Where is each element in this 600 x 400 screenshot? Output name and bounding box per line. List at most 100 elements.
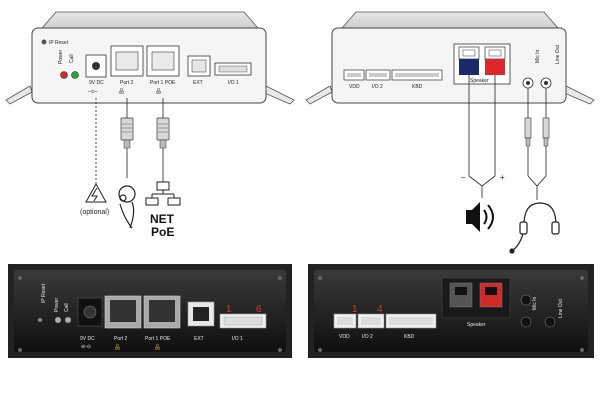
back-screw-tl bbox=[318, 276, 322, 280]
net-label: NET bbox=[150, 212, 175, 226]
dc-jack-hole-icon bbox=[92, 62, 100, 70]
photo-line-out-jack[interactable] bbox=[544, 316, 556, 328]
photo-port1-network-icon: 品 bbox=[155, 345, 160, 351]
call-led-icon bbox=[71, 71, 79, 79]
photo-mic-in-jack[interactable] bbox=[520, 294, 532, 306]
dc-polarity-icon: –⊙– bbox=[88, 89, 98, 95]
back-screw-tr bbox=[580, 276, 584, 280]
back-left-flange bbox=[305, 85, 333, 105]
poe-label: PoE bbox=[151, 225, 174, 239]
speaker-label: Speaker bbox=[470, 78, 489, 84]
photo-port1-socket-icon bbox=[149, 300, 175, 322]
photo-speaker-neg-hole-icon bbox=[455, 287, 467, 295]
port2-socket-icon bbox=[115, 51, 139, 71]
io1-label: I/O 1 bbox=[228, 80, 239, 86]
back-panel-photo: VDD I/O 2 1 4 KBD Speaker Mic In Line Ou… bbox=[308, 264, 594, 358]
photo-speaker-pos-hole-icon bbox=[485, 287, 497, 295]
front-panel-drawing: IP Reset Power Call 9V DC –⊙– Port 2 品 P… bbox=[5, 11, 295, 105]
port2-network-icon: 品 bbox=[119, 89, 124, 95]
io2-label: I/O 2 bbox=[372, 84, 383, 90]
photo-port2-network-icon: 品 bbox=[115, 345, 120, 351]
ext-label: EXT bbox=[193, 80, 203, 86]
call-label: Call bbox=[69, 54, 75, 63]
back-case-face bbox=[331, 27, 567, 104]
speaker-pos-terminal[interactable] bbox=[485, 59, 505, 75]
headset-icon bbox=[509, 202, 560, 254]
back-panel-drawing: VDD I/O 2 KBD Speaker Mic In Line Out bbox=[305, 11, 595, 105]
front-screw-tl bbox=[18, 276, 22, 280]
reset-label: IP Reset bbox=[49, 40, 69, 46]
photo-io2-label: I/O 2 bbox=[362, 334, 373, 340]
photo-line-out-label: Line Out bbox=[558, 298, 564, 318]
photo-ext-label: EXT bbox=[194, 336, 204, 342]
front-left-flange bbox=[5, 85, 33, 105]
network-icon bbox=[145, 181, 181, 206]
line-out-label: Line Out bbox=[555, 44, 561, 64]
power-led-icon bbox=[60, 71, 68, 79]
speaker-neg-hole-icon bbox=[462, 49, 476, 57]
line-out-hole-icon bbox=[544, 81, 548, 85]
photo-dc-label: 9V DC bbox=[80, 336, 95, 342]
speaker-wire-join bbox=[468, 175, 496, 187]
photo-io1-pin1-label: 1 bbox=[226, 304, 232, 315]
port2-label: Port 2 bbox=[120, 80, 134, 86]
mic-plug-icon bbox=[524, 117, 532, 147]
port2-plug-icon bbox=[120, 117, 134, 149]
photo-vdd-label: VDD bbox=[339, 334, 350, 340]
front-screw-bl bbox=[18, 348, 22, 352]
back-cables bbox=[468, 75, 547, 200]
front-case-lid bbox=[41, 11, 259, 29]
audio-cable-join bbox=[527, 175, 547, 187]
photo-port1-label: Port 1 POE bbox=[145, 336, 171, 342]
kbd-socket-icon bbox=[395, 73, 439, 77]
photo-power-led-icon bbox=[55, 317, 61, 323]
power-bolt-icon bbox=[85, 182, 107, 203]
front-screw-br bbox=[278, 348, 282, 352]
back-screw-br bbox=[580, 348, 584, 352]
photo-ext-socket-icon bbox=[193, 307, 209, 321]
photo-mic-in-label: Mic In bbox=[532, 296, 538, 310]
photo-dc-polarity-icon: ⊖-⊙ bbox=[81, 344, 91, 350]
photo-kbd-label: KBD bbox=[404, 334, 415, 340]
photo-io2-socket-icon bbox=[361, 317, 381, 325]
back-case-lid bbox=[341, 11, 559, 29]
dc-port-label: 9V DC bbox=[89, 80, 104, 86]
optional-label: (optional) bbox=[80, 209, 109, 216]
photo-reset-button[interactable] bbox=[38, 318, 42, 322]
ext-socket-icon bbox=[191, 59, 207, 73]
back-right-flange bbox=[561, 85, 595, 105]
photo-io2-pin4-label: 4 bbox=[377, 304, 383, 315]
photo-vdd-socket-icon bbox=[337, 317, 353, 325]
photo-io2-pin1-label: 1 bbox=[352, 304, 358, 315]
port1-network-icon: 品 bbox=[156, 89, 161, 95]
photo-speaker-label: Speaker bbox=[467, 322, 486, 328]
photo-power-label: Power bbox=[54, 297, 60, 312]
port1-socket-icon bbox=[151, 51, 175, 71]
photo-port2-socket-icon bbox=[110, 300, 136, 322]
kbd-label: KBD bbox=[412, 84, 423, 90]
pc-user-icon bbox=[118, 185, 136, 229]
mic-in-label: Mic In bbox=[535, 49, 541, 63]
photo-call-led-icon bbox=[65, 317, 71, 323]
back-screw-bl bbox=[318, 348, 322, 352]
minus-label: – bbox=[461, 173, 466, 182]
speaker-pos-hole-icon bbox=[488, 49, 502, 57]
speaker-neg-terminal[interactable] bbox=[459, 59, 479, 75]
front-screw-tr bbox=[278, 276, 282, 280]
speaker-icon bbox=[466, 202, 494, 232]
photo-io1-socket-icon bbox=[223, 316, 263, 326]
photo-mic-in-jack-2[interactable] bbox=[520, 316, 532, 328]
mic-in-hole-icon bbox=[526, 81, 530, 85]
photo-kbd-socket-icon bbox=[389, 317, 433, 325]
io2-socket-icon bbox=[369, 73, 387, 77]
reset-button[interactable] bbox=[41, 39, 47, 45]
io1-socket-icon bbox=[218, 65, 248, 73]
vdd-label: VDD bbox=[349, 84, 360, 90]
photo-io1-label: I/O 1 bbox=[232, 336, 243, 342]
photo-reset-label: IP Reset bbox=[41, 283, 47, 303]
photo-port2-label: Port 2 bbox=[114, 336, 128, 342]
photo-call-label: Call bbox=[64, 303, 70, 312]
line-out-plug-icon bbox=[542, 117, 550, 147]
power-label: Power bbox=[58, 49, 64, 64]
